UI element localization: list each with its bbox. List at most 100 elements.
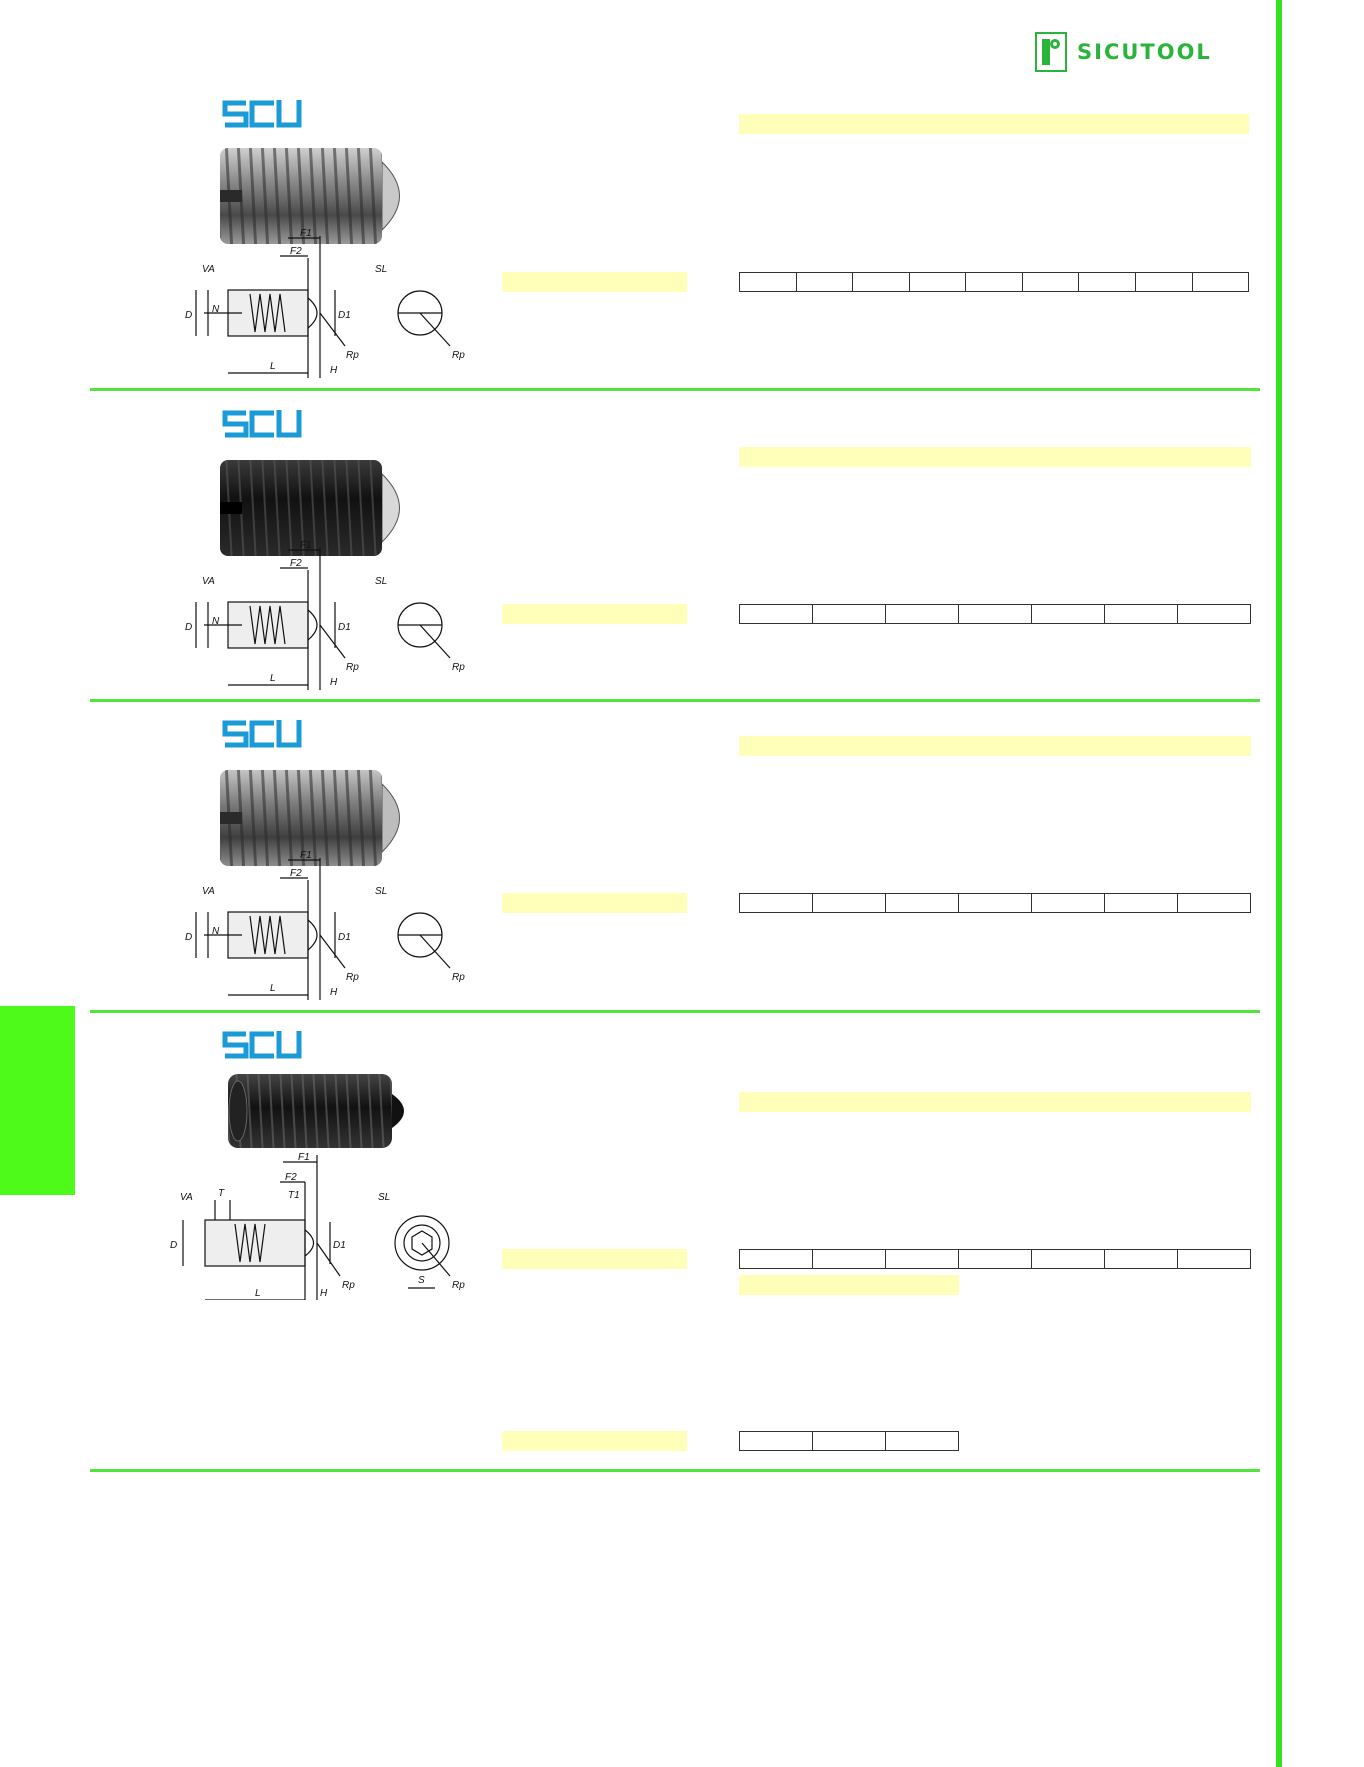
label-h: H <box>320 1288 328 1299</box>
table-cell <box>1032 894 1105 912</box>
label-f1: F1 <box>300 850 312 861</box>
label-band <box>502 893 687 913</box>
label-f1: F1 <box>300 228 312 239</box>
label-f1: F1 <box>298 1152 310 1163</box>
label-d1: D1 <box>338 932 351 943</box>
table-cell <box>1105 894 1178 912</box>
label-t: T <box>218 1188 225 1199</box>
label-va: VA <box>202 264 215 275</box>
table-cell <box>1023 273 1080 291</box>
scu-brand-mark <box>222 720 302 748</box>
header-band <box>739 114 1249 134</box>
label-rp: Rp <box>346 972 359 983</box>
table-cell <box>886 605 959 623</box>
label-band <box>502 604 687 624</box>
product-photo <box>220 148 400 244</box>
table-cell <box>813 1250 886 1268</box>
technical-drawing: VA SL F1 F2 D N D1 L H Rp Rp <box>185 540 465 690</box>
table-cell <box>1178 894 1250 912</box>
table-cell <box>813 1432 886 1450</box>
label-rp: Rp <box>346 350 359 361</box>
label-l: L <box>270 673 276 684</box>
table-cell <box>886 894 959 912</box>
label-f2: F2 <box>290 868 302 879</box>
table-cell <box>853 273 910 291</box>
technical-drawing: VA SL F1 F2 D N D1 L H Rp Rp <box>185 850 465 1000</box>
table-cell <box>1178 1250 1250 1268</box>
label-rp: Rp <box>342 1280 355 1291</box>
right-edge-rule <box>1276 0 1282 1767</box>
label-h: H <box>330 987 338 998</box>
table-cell <box>1079 273 1136 291</box>
label-d: D <box>185 622 192 633</box>
product-photo <box>228 1074 404 1148</box>
table-cell <box>797 273 854 291</box>
scu-brand-mark <box>222 100 302 128</box>
label-d1: D1 <box>333 1240 346 1251</box>
label-d1: D1 <box>338 622 351 633</box>
logo-text: SICUTOOL <box>1077 40 1212 64</box>
section-divider <box>90 699 1260 702</box>
table-cell <box>740 1250 813 1268</box>
label-n: N <box>212 304 220 315</box>
table-cell <box>1032 1250 1105 1268</box>
table-cell <box>1136 273 1193 291</box>
table-cell <box>740 894 813 912</box>
table-cell <box>1105 1250 1178 1268</box>
label-d: D <box>185 310 192 321</box>
table-cell <box>966 273 1023 291</box>
label-band <box>502 1249 687 1269</box>
label-d1: D1 <box>338 310 351 321</box>
label-va: VA <box>180 1192 193 1203</box>
technical-drawing: VA T SL F1 F2 T1 D D1 L H Rp Rp S <box>170 1152 465 1300</box>
label-band <box>502 272 687 292</box>
label-f2: F2 <box>290 246 302 257</box>
technical-drawing: VA SL F1 F2 D N D1 L H Rp Rp <box>185 228 465 378</box>
sicutool-logo: SICUTOOL <box>1035 30 1212 74</box>
table-cell <box>959 605 1032 623</box>
table-cell <box>1105 605 1178 623</box>
data-cell-row <box>739 1249 1251 1269</box>
table-cell <box>886 1250 959 1268</box>
label-d: D <box>185 932 192 943</box>
data-cell-row <box>739 1431 959 1451</box>
label-n: N <box>212 926 220 937</box>
table-cell <box>813 894 886 912</box>
label-h: H <box>330 677 338 688</box>
table-cell <box>1178 605 1250 623</box>
label-l: L <box>255 1288 261 1299</box>
label-va: VA <box>202 576 215 587</box>
table-cell <box>740 1432 813 1450</box>
header-band <box>739 736 1251 756</box>
table-cell <box>1193 273 1249 291</box>
table-cell <box>740 605 813 623</box>
table-cell <box>959 894 1032 912</box>
label-rp-2: Rp <box>452 350 465 361</box>
section-tab <box>0 1006 75 1195</box>
scu-brand-mark <box>222 410 302 438</box>
header-band <box>739 447 1251 467</box>
header-band <box>739 1092 1251 1112</box>
label-rp-2: Rp <box>452 972 465 983</box>
label-sl: SL <box>375 576 387 587</box>
label-rp-2: Rp <box>452 1280 465 1291</box>
sub-band <box>739 1275 959 1295</box>
section-divider <box>90 1469 1260 1472</box>
label-band <box>502 1431 687 1451</box>
table-cell <box>910 273 967 291</box>
label-sl: SL <box>375 886 387 897</box>
label-f1: F1 <box>300 540 312 551</box>
label-sl: SL <box>375 264 387 275</box>
label-f2: F2 <box>290 558 302 569</box>
label-l: L <box>270 983 276 994</box>
sicutool-logo-icon <box>1035 32 1067 72</box>
data-cell-row <box>739 604 1251 624</box>
label-t1: T1 <box>288 1190 300 1201</box>
table-cell <box>959 1250 1032 1268</box>
section-divider <box>90 1010 1260 1013</box>
table-cell <box>1032 605 1105 623</box>
label-h: H <box>330 365 338 376</box>
product-photo <box>220 770 400 866</box>
scu-brand-mark <box>222 1031 302 1059</box>
label-d: D <box>170 1240 177 1251</box>
